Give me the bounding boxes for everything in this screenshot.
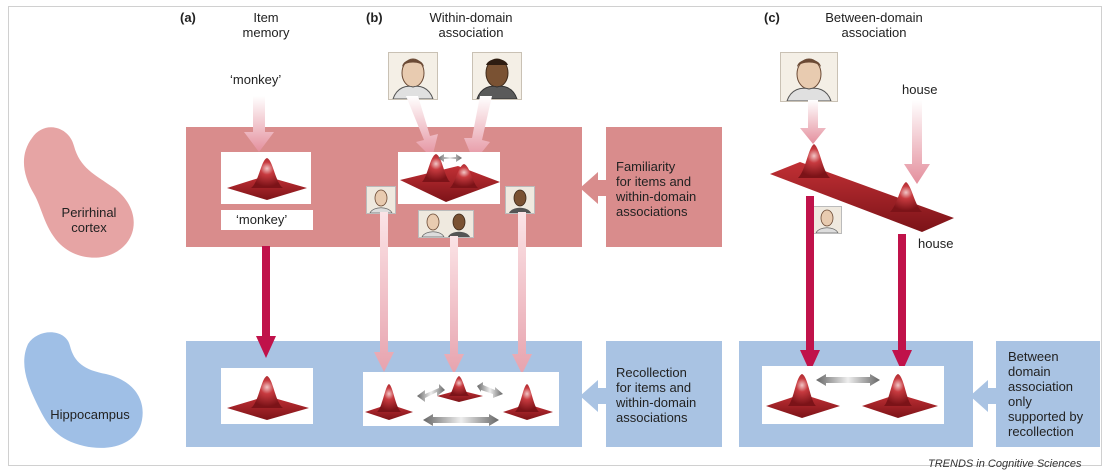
face-c-portrait: [780, 52, 838, 102]
familiarity-label: Familiarity for items and within-domain …: [616, 159, 720, 219]
item-to-hippocampus-arrow: [256, 246, 276, 358]
figure-frame: [8, 6, 1102, 466]
perirhinal-label: Perirhinal cortex: [44, 205, 134, 235]
face-2-input-arrow: [464, 96, 492, 162]
face-c-input-arrow: [800, 100, 826, 144]
panel-b-title-line1: Within-domain: [429, 10, 513, 25]
between-peaks-hippocampus: [766, 374, 938, 418]
perirhinal-label-line1: Perirhinal: [61, 205, 117, 220]
within-arrow-left: [374, 212, 394, 372]
hippocampus-region-side: [606, 341, 722, 447]
small-face-2: [505, 186, 535, 214]
panel-c-title-line1: Between-domain: [825, 10, 923, 25]
small-face-c: [812, 206, 842, 234]
between-line4: only: [1008, 394, 1032, 409]
within-peaks-perirhinal: [400, 154, 500, 202]
recollection-line4: associations: [616, 410, 688, 425]
face-2-portrait: [472, 52, 522, 100]
recollection-arrow: [580, 380, 614, 412]
between-line5: supported by: [1008, 409, 1084, 424]
small-face-pair: [418, 210, 474, 238]
between-line3: association: [1008, 379, 1074, 394]
familiarity-line1: Familiarity: [616, 159, 676, 174]
recollection-line3: within-domain: [616, 395, 697, 410]
between-domain-arrow: [970, 380, 1004, 412]
house-input-arrow: [904, 100, 930, 184]
face-1-input-arrow: [406, 96, 438, 158]
between-line1: Between: [1008, 349, 1059, 364]
small-face-1: [366, 186, 396, 214]
panel-b-letter: (b): [366, 10, 383, 25]
within-peaks-hippocampus: [365, 376, 553, 426]
recollection-line1: Recollection: [616, 365, 687, 380]
between-arrow-right: [892, 234, 912, 372]
panel-a-letter: (a): [180, 10, 196, 25]
item-peak-hippocampus: [227, 376, 309, 420]
perirhinal-label-line2: cortex: [71, 220, 107, 235]
item-input-arrow: [244, 96, 274, 152]
familiarity-line2: for items and: [616, 174, 692, 189]
panel-a-title-line2: memory: [242, 25, 290, 40]
between-arrow-left: [800, 196, 820, 372]
perirhinal-shape: [23, 127, 134, 258]
item-word-top: ‘monkey’: [230, 72, 282, 87]
between-domain-label: Between domain association only supporte…: [1008, 349, 1100, 439]
panel-b-title-line2: association: [438, 25, 504, 40]
hippocampus-label: Hippocampus: [50, 407, 130, 422]
familiarity-line4: associations: [616, 204, 688, 219]
face-1-portrait: [388, 52, 438, 100]
house-side-label: house: [918, 236, 954, 251]
hippocampus-shape: [24, 332, 143, 448]
within-arrow-right: [512, 212, 532, 374]
recollection-label: Recollection for items and within-domain…: [616, 365, 720, 425]
perirhinal-region-side: [606, 127, 722, 247]
between-line6: recollection: [1008, 424, 1074, 439]
item-word-box-text: ‘monkey’: [236, 212, 288, 227]
between-peaks-perirhinal: [770, 144, 954, 232]
between-line2: domain: [1008, 364, 1051, 379]
item-word-box: [221, 210, 313, 230]
familiarity-line3: within-domain: [616, 189, 697, 204]
familiarity-arrow: [580, 172, 614, 204]
figure-credit: TRENDS in Cognitive Sciences: [928, 458, 1082, 470]
panel-a-title-line1: Item: [253, 10, 279, 25]
panel-c-letter: (c): [764, 10, 780, 25]
house-top-label: house: [902, 82, 938, 97]
item-peak-perirhinal: [227, 158, 307, 200]
within-arrow-middle: [444, 236, 464, 374]
recollection-line2: for items and: [616, 380, 692, 395]
between-domain-side: [996, 341, 1100, 447]
panel-c-title-line2: association: [841, 25, 907, 40]
